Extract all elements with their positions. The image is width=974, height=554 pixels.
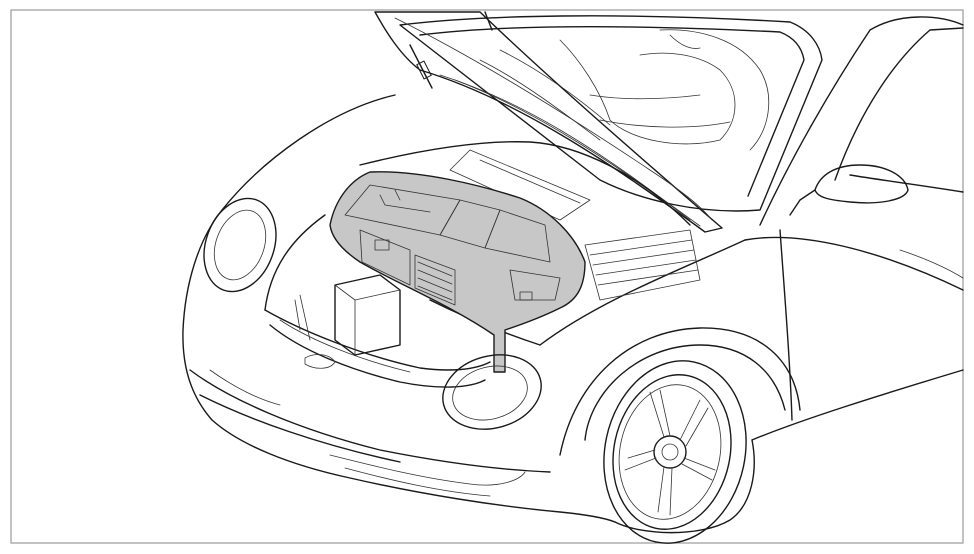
fender-top-line: [539, 239, 746, 346]
window-sill: [849, 174, 964, 193]
seat-right-outline: [659, 29, 770, 151]
wheel-arch-outer: [559, 327, 801, 456]
bay-panel-line: [479, 159, 581, 204]
cover-side-panel: [359, 229, 411, 286]
crest-emblem: [304, 354, 336, 369]
front-body-outline: [182, 94, 616, 523]
cover-vent-slats: [417, 261, 453, 301]
trunk-seal: [269, 324, 486, 388]
headlight-left-inner: [213, 209, 267, 281]
bay-vent-grille: [584, 229, 701, 301]
cover-rib: [379, 189, 431, 213]
grille-slats: [589, 239, 699, 286]
bumper-upper-line: [189, 369, 551, 473]
cover-panel-3: [484, 209, 551, 263]
bay-back-edge: [359, 141, 691, 226]
trunk-left-edge: [264, 214, 326, 311]
mirror-stalk: [789, 189, 816, 216]
bumper-mid-line: [199, 394, 401, 463]
headrest: [669, 34, 701, 49]
air-intake-lower: [344, 467, 491, 497]
hood-inner-edge: [394, 17, 713, 221]
bay-panel: [449, 149, 591, 221]
hood-latch: [484, 11, 493, 31]
front-wheel: [603, 360, 747, 544]
trunk-front-edge: [264, 309, 491, 371]
wheel-arch: [584, 344, 786, 441]
headlight-right: [442, 354, 542, 430]
hub-cap: [661, 443, 679, 461]
open-hood: [374, 11, 723, 233]
cover-vent-block: [414, 254, 456, 306]
a-pillar-roof: [759, 16, 964, 226]
front-bumper: [189, 369, 551, 497]
rim-inner: [618, 384, 722, 520]
headlight-right-inner: [452, 365, 528, 421]
side-window-frame: [834, 27, 964, 181]
trunk-bracket: [294, 294, 311, 341]
headlights: [203, 197, 542, 430]
rim-outer: [612, 374, 732, 530]
cover-clip-1: [374, 239, 390, 251]
wheel-spokes-edge: [627, 391, 713, 513]
luggage-compartment-cover: [329, 171, 586, 373]
cover-clip-2: [519, 291, 533, 301]
side-mirror: [814, 164, 909, 204]
front-fender-lower: [614, 439, 755, 534]
seat-detail-1: [589, 94, 701, 100]
hood-seal-2: [454, 79, 701, 227]
cover-latch-panel: [509, 269, 561, 301]
door-crease: [899, 249, 964, 279]
trunk-cover-highlight: [329, 171, 586, 373]
dash-line-1: [479, 59, 601, 141]
hood-panel: [374, 11, 723, 233]
wheel-hub: [653, 435, 687, 469]
battery-box: [334, 274, 401, 356]
door-front-edge: [779, 229, 793, 421]
hood-strut: [409, 44, 433, 89]
battery-box-edges: [334, 284, 401, 356]
windshield-inner: [419, 25, 805, 197]
trunk-lip: [279, 319, 411, 373]
trunk-bay: [264, 141, 701, 388]
image-frame: [10, 9, 964, 544]
wheel-spokes: [624, 389, 716, 516]
seat-left-outline: [559, 39, 736, 145]
air-intake: [329, 454, 526, 486]
seat-detail-2: [599, 119, 731, 128]
rocker-line: [751, 369, 964, 441]
windshield-frame: [399, 15, 823, 212]
tire-outer: [603, 360, 747, 544]
door-top-line: [744, 236, 964, 291]
headlight-left: [203, 197, 277, 293]
fog-intake-left: [209, 369, 281, 406]
dash-line-2: [499, 49, 611, 126]
